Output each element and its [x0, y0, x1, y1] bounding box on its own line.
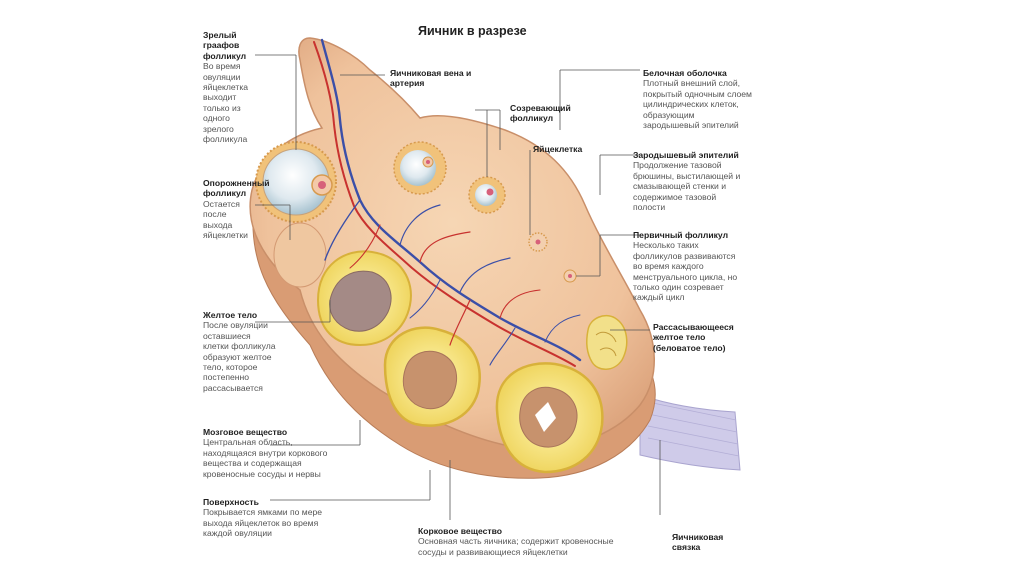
- leader-lines: [255, 54, 661, 520]
- label-graafian-follicle-desc: Во время овуляции яйцеклетка выходит тол…: [203, 61, 249, 145]
- label-medulla-desc: Центральная область, находящаяся внутри …: [203, 437, 328, 479]
- label-empty-follicle-desc: Остается после выхода яйцеклетки: [203, 198, 248, 241]
- label-corpus-luteum-desc: После овуляции оставшиеся клетки фоллику…: [203, 320, 276, 393]
- graafian-follicle: [255, 141, 337, 223]
- label-germinal-epithelium-desc: Продолжение тазовой брюшины, выстилающей…: [633, 160, 741, 213]
- label-primary-follicle: Первичный фолликул Несколько таких фолли…: [633, 230, 745, 303]
- label-medulla: Мозговое вещество Центральная область, н…: [203, 427, 343, 479]
- label-maturing-follicle-title: Созревающий фолликул: [510, 103, 571, 124]
- label-primary-follicle-desc: Несколько таких фолликулов развиваются в…: [633, 240, 738, 303]
- corpus-luteum-early: [316, 250, 412, 347]
- label-medulla-title: Мозговое вещество: [203, 427, 288, 437]
- label-tunica-albuginea: Белочная оболочка Плотный внешний слой, …: [643, 68, 753, 130]
- primary-follicle: [563, 269, 577, 283]
- label-cortex-title: Корковое вещество: [418, 526, 503, 536]
- corpus-luteum: [383, 326, 481, 427]
- egg-cell: [528, 232, 548, 252]
- label-cortex: Корковое вещество Основная часть яичника…: [418, 526, 628, 557]
- empty-follicle: [273, 222, 327, 288]
- label-ovarian-vein-artery: Яичниковая вена и артерия: [390, 68, 480, 89]
- maturing-follicle-2: [468, 176, 506, 214]
- corpus-albicans: [586, 314, 628, 370]
- label-ovarian-vein-artery-title: Яичниковая вена и артерия: [390, 68, 472, 89]
- label-tunica-albuginea-title: Белочная оболочка: [643, 68, 727, 78]
- ovary-body: [249, 37, 655, 450]
- ovarian-vein-artery: [313, 38, 582, 367]
- label-surface-desc: Покрывается ямками по мере выхода яйцекл…: [203, 507, 323, 539]
- ovarian-ligament: [639, 394, 741, 471]
- label-corpus-luteum: Желтое тело После овуляции оставшиеся кл…: [203, 310, 277, 393]
- label-maturing-follicle: Созревающий фолликул: [510, 103, 590, 124]
- label-empty-follicle-title: Опорожненный фолликул: [203, 178, 270, 199]
- label-empty-follicle: Опорожненный фолликул Остается после вых…: [203, 178, 270, 241]
- maturing-follicle-1: [393, 141, 447, 195]
- label-graafian-follicle-title: Зрелый граафов фолликул: [203, 30, 247, 61]
- label-surface-title: Поверхность: [203, 497, 259, 507]
- label-corpus-albicans: Рассасывающееся желтое тело (беловатое т…: [653, 322, 753, 353]
- label-tunica-albuginea-desc: Плотный внешний слой, покрытый одночным …: [643, 78, 752, 131]
- label-germinal-epithelium: Зародышевый эпителий Продолжение тазовой…: [633, 150, 745, 212]
- label-egg-cell-title: Яйцеклетка: [533, 144, 583, 154]
- label-cortex-desc: Основная часть яичника; содержит кровено…: [418, 536, 614, 557]
- label-corpus-luteum-title: Желтое тело: [203, 310, 258, 320]
- label-ovarian-ligament-title: Яичниковая связка: [672, 532, 724, 553]
- corpus-luteum-large: [495, 362, 604, 474]
- label-primary-follicle-title: Первичный фолликул: [633, 230, 729, 240]
- page-title: Яичник в разрезе: [418, 24, 527, 38]
- label-graafian-follicle: Зрелый граафов фолликул Во время овуляци…: [203, 30, 261, 144]
- label-corpus-albicans-title: Рассасывающееся желтое тело (беловатое т…: [653, 322, 734, 353]
- label-ovarian-ligament: Яичниковая связка: [672, 532, 752, 553]
- label-germinal-epithelium-title: Зародышевый эпителий: [633, 150, 739, 160]
- label-egg-cell: Яйцеклетка: [533, 144, 603, 154]
- label-surface: Поверхность Покрывается ямками по мере в…: [203, 497, 328, 539]
